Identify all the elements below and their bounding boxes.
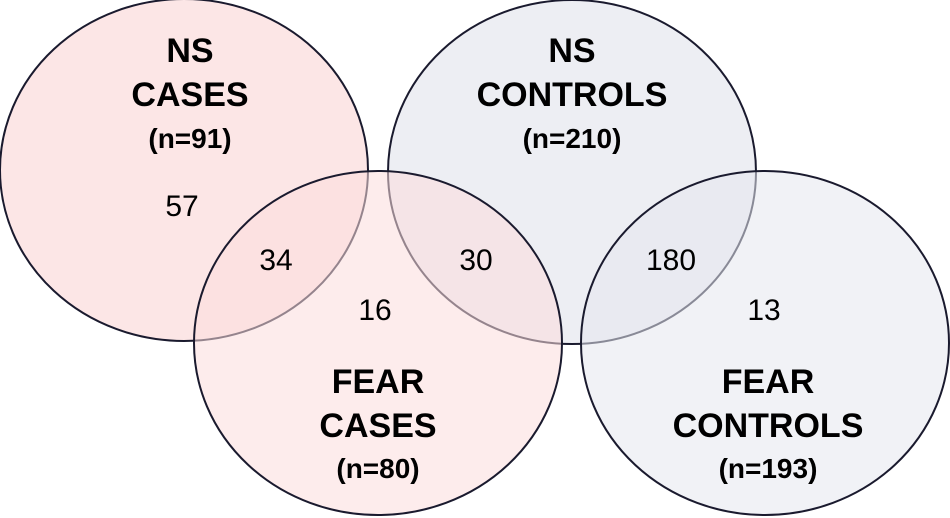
ns-controls-name-line-1: NS <box>548 32 595 70</box>
ns-controls-name-line-2: CONTROLS <box>477 76 668 114</box>
fear-controls-name-line-2: CONTROLS <box>673 407 864 445</box>
ns-cases-name-line-2: CASES <box>131 76 248 114</box>
ns-cases-name-line-1: NS <box>166 32 213 70</box>
region-ns-cases-fear-cases: 34 <box>259 244 292 277</box>
fear-cases-label: FEAR CASES (n=80) <box>319 363 436 484</box>
fear-controls-name-line-1: FEAR <box>722 363 815 401</box>
region-fear-cases-ns-controls: 30 <box>459 244 492 277</box>
fear-cases-circle <box>193 170 563 516</box>
region-fear-cases-only: 16 <box>358 294 391 327</box>
ns-cases-label: NS CASES (n=91) <box>131 32 248 154</box>
ns-controls-count: (n=210) <box>523 123 622 154</box>
fear-controls-circle <box>580 170 950 516</box>
ns-controls-label: NS CONTROLS (n=210) <box>477 32 668 154</box>
fear-controls-count: (n=193) <box>719 453 818 484</box>
fear-cases-name-line-1: FEAR <box>332 363 425 401</box>
region-ns-cases-only: 57 <box>165 190 198 223</box>
region-fear-controls-only: 13 <box>747 294 780 327</box>
fear-controls-label: FEAR CONTROLS (n=193) <box>673 363 864 484</box>
ns-cases-count: (n=91) <box>148 123 231 154</box>
fear-cases-count: (n=80) <box>336 453 419 484</box>
region-ns-controls-fear-controls: 180 <box>646 244 696 277</box>
fear-cases-name-line-2: CASES <box>319 407 436 445</box>
